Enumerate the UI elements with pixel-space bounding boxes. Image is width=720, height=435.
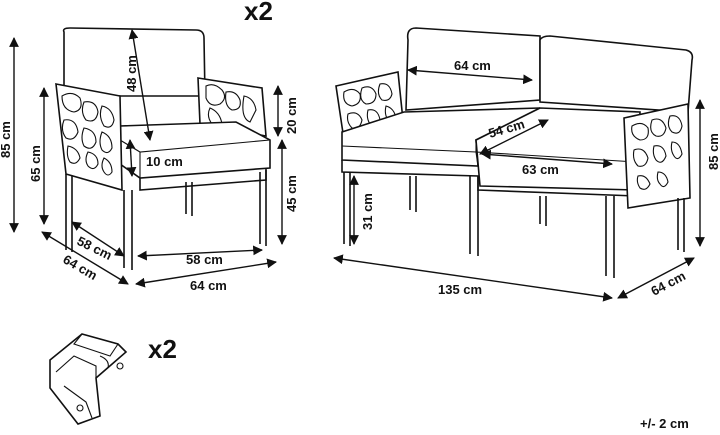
- connector-clip-drawing: [49, 333, 128, 425]
- sofa-depth-total-label: 64 cm: [648, 268, 688, 299]
- sofa-backrest-width-label: 64 cm: [454, 58, 491, 73]
- sofa-dimension-lines: [333, 65, 705, 302]
- sofa-width-total-label: 135 cm: [438, 282, 482, 297]
- armchair-armrest-above-seat-label: 20 cm: [284, 97, 299, 134]
- armchair-height-total-label: 85 cm: [0, 121, 13, 158]
- armchair-cushion-thickness-label: 10 cm: [146, 154, 183, 169]
- connector-quantity: x2: [148, 334, 177, 364]
- armchair-backrest-height-label: 48 cm: [124, 55, 139, 92]
- sofa-leg-height-label: 31 cm: [360, 193, 375, 230]
- armchair-width-total-label: 64 cm: [190, 278, 227, 293]
- sofa-drawing: [335, 27, 694, 278]
- tolerance-note: +/- 2 cm: [640, 416, 689, 431]
- sofa-seat-width-label: 63 cm: [522, 162, 559, 177]
- armchair-seat-width-label: 58 cm: [186, 252, 223, 267]
- armchair-seat-height-label: 45 cm: [284, 175, 299, 212]
- armchair-height-armrest-label: 65 cm: [28, 145, 43, 182]
- armchair-dimension-lines: [9, 29, 287, 288]
- sofa-height-total-label: 85 cm: [706, 133, 720, 170]
- armchair-quantity: x2: [244, 0, 273, 26]
- armchair-drawing: [55, 27, 271, 270]
- armchair-depth-total-label: 64 cm: [61, 252, 100, 283]
